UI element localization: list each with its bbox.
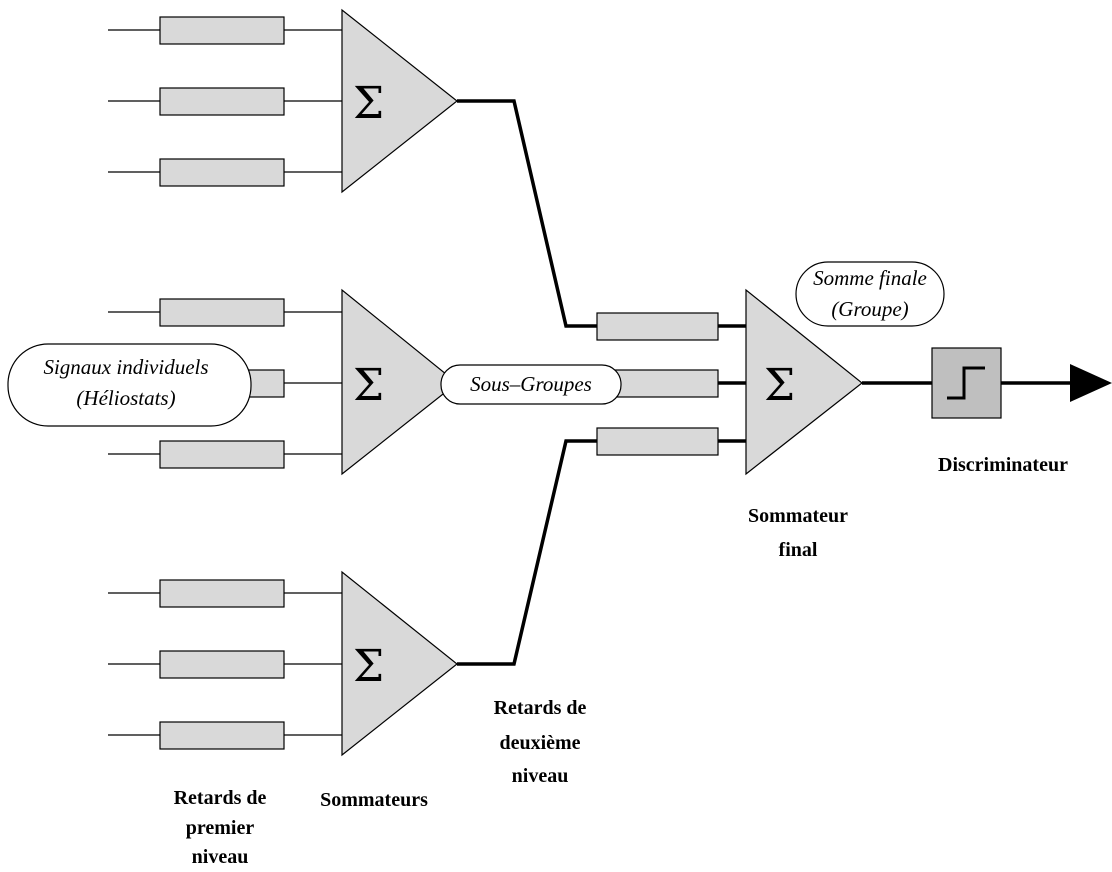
first-level-delay-6 <box>159 440 285 469</box>
summer-2 <box>341 288 458 476</box>
label-retards-premier-3: niveau <box>192 846 249 868</box>
sigma-symbol-2: Σ <box>353 360 384 411</box>
connection-subgroup-1 <box>457 99 597 328</box>
first-level-delay-8 <box>159 650 285 679</box>
label-retards-premier-1: Retards de <box>174 787 267 809</box>
first-level-delay-4 <box>159 298 285 327</box>
sigma-symbol-1: Σ <box>353 78 384 129</box>
discriminator-block <box>931 347 1002 419</box>
step-function-icon <box>947 366 985 400</box>
connection-subgroup-3 <box>457 439 597 666</box>
label-retards-deuxieme-1: Retards de <box>494 697 587 719</box>
bubble-somme-finale-line-2: (Groupe) <box>831 297 908 321</box>
bubble-signaux-line-2: (Héliostats) <box>76 386 175 410</box>
summer-3 <box>341 570 458 757</box>
second-level-delay-3 <box>596 427 719 456</box>
bubble-somme-finale: Somme finale (Groupe) <box>795 261 945 327</box>
bubble-sous-groupes: Sous–Groupes <box>440 364 622 405</box>
bubble-signaux-individuels: Signaux individuels (Héliostats) <box>7 343 252 427</box>
summer-1 <box>341 8 458 194</box>
input-group-2: Σ <box>108 288 458 476</box>
input-group-1: Σ <box>108 8 458 194</box>
bubble-sous-groupes-text: Sous–Groupes <box>470 372 592 396</box>
second-level-delay-1 <box>596 312 719 341</box>
label-sommateurs: Sommateurs <box>320 789 428 811</box>
label-discriminateur: Discriminateur <box>938 454 1068 476</box>
first-level-delay-2 <box>159 87 285 116</box>
label-retards-deuxieme-2: deuxième <box>499 732 580 754</box>
bubble-signaux-line-1: Signaux individuels <box>43 355 208 379</box>
bubble-somme-finale-line-1: Somme finale <box>813 266 927 290</box>
label-sommateur-final-2: final <box>779 539 818 561</box>
first-level-delay-3 <box>159 158 285 187</box>
label-sommateur-final-1: Sommateur <box>748 505 848 527</box>
input-group-3: Σ <box>108 570 458 757</box>
label-retards-deuxieme-3: niveau <box>512 765 569 787</box>
label-retards-premier-2: premier <box>186 817 255 839</box>
sigma-symbol-3: Σ <box>353 641 384 692</box>
output-arrow-icon <box>1070 364 1112 402</box>
sigma-symbol-final: Σ <box>764 360 795 411</box>
first-level-delay-1 <box>159 16 285 45</box>
first-level-delay-9 <box>159 721 285 750</box>
first-level-delay-7 <box>159 579 285 608</box>
final-summer <box>745 288 863 476</box>
